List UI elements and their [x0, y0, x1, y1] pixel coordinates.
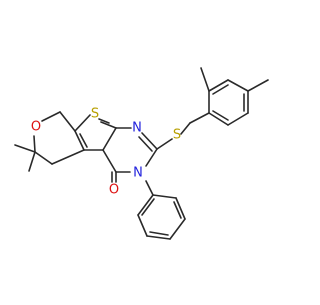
bond-double [141, 198, 155, 216]
bond [208, 112, 229, 126]
bond-double [212, 110, 229, 121]
bond [247, 79, 269, 92]
bond [51, 149, 85, 165]
bonds [14, 67, 269, 240]
bond-double [100, 121, 117, 129]
nitrogen-phenyl-label: N [133, 166, 143, 181]
bond [152, 194, 177, 199]
bond [189, 112, 210, 124]
bond-double [212, 84, 229, 95]
atom-labels: S N S O N O [31, 107, 181, 198]
bond [74, 114, 91, 132]
bond [180, 122, 191, 135]
molecule-structure: S N S O N O [14, 67, 269, 240]
bond-double [149, 231, 169, 236]
bond-double [79, 133, 88, 148]
bond [227, 112, 249, 126]
bond [141, 132, 158, 150]
bond [156, 138, 173, 150]
bond [146, 235, 171, 240]
bond [28, 151, 36, 172]
sulfur-thioether-label: S [173, 128, 181, 143]
bond [175, 197, 186, 220]
bond [137, 214, 148, 237]
bond-double [173, 201, 182, 219]
bond [102, 149, 117, 173]
bond [102, 127, 117, 151]
sulfur-thiophene-label: S [91, 107, 99, 122]
bond [145, 180, 154, 196]
bond [34, 151, 53, 165]
bond [137, 194, 154, 216]
bond [169, 218, 186, 240]
bond [33, 135, 36, 153]
molecule-canvas: S N S O N O [14, 67, 269, 240]
oxygen-pyran-label: O [31, 120, 41, 135]
bond-double [138, 136, 153, 152]
bond [14, 144, 36, 153]
bond [74, 130, 85, 151]
bond [41, 111, 61, 122]
bond [227, 79, 249, 92]
nitrogen-top-label: N [132, 121, 142, 136]
oxygen-carbonyl-label: O [109, 183, 119, 198]
bond [98, 118, 110, 124]
bond [208, 79, 229, 92]
bond [200, 67, 210, 92]
bond [59, 111, 76, 132]
bond [145, 148, 158, 167]
